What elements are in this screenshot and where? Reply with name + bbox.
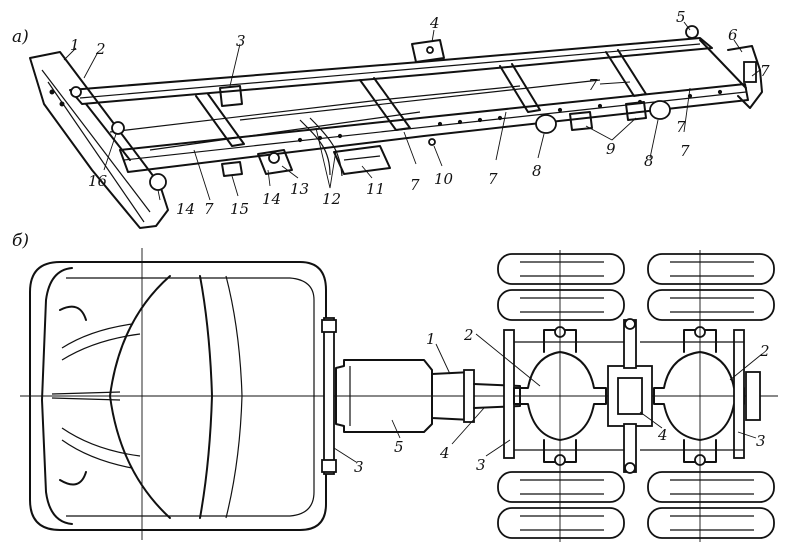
- wheel-rear-left-outer: [647, 253, 775, 285]
- cross-member-2: [195, 93, 245, 147]
- component-13: [257, 149, 293, 175]
- panel-a-leaders: [63, 21, 761, 201]
- rearmost-axle: [640, 326, 761, 466]
- label-b2b: 2: [759, 342, 770, 360]
- prop-shaft-4: [473, 383, 521, 409]
- wheels: [497, 253, 775, 539]
- label-a14a: 14: [262, 190, 281, 208]
- component-15: [221, 161, 243, 177]
- label-a7-b1: 7: [204, 200, 214, 218]
- panel-a-frame-drawing: [29, 25, 763, 229]
- cab-mount: [323, 317, 335, 475]
- panel-b-label: б): [12, 231, 29, 251]
- gearbox-5: [335, 359, 433, 433]
- label-a7-mid2: 7: [680, 142, 690, 160]
- wheel-rear-right-outer: [647, 507, 775, 539]
- label-a1: 1: [70, 36, 80, 54]
- battery-box-11: [333, 145, 391, 175]
- spring-bracket-8b: [649, 100, 671, 120]
- frame-holes: [297, 89, 723, 143]
- label-a11: 11: [366, 180, 385, 198]
- bogie-centre: [607, 318, 653, 474]
- rear-coupling-6: [727, 45, 763, 109]
- label-a10: 10: [434, 170, 454, 188]
- panel-a-labels: а) 1 2 3 4 5 6 7 7 7 7 7 7 7 8 8 9 10 11…: [12, 8, 770, 218]
- label-a7-rear: 7: [760, 62, 770, 80]
- label-a14b: 14: [176, 200, 195, 218]
- bracket-4: [411, 39, 445, 63]
- label-b5: 5: [394, 438, 404, 456]
- label-a2: 2: [95, 40, 106, 58]
- label-a9: 9: [606, 140, 616, 158]
- wheel-front-right-outer: [497, 507, 625, 539]
- label-b3b: 3: [476, 456, 486, 474]
- bracket-9: [569, 101, 647, 131]
- component-16: [111, 121, 125, 135]
- label-a15: 15: [230, 200, 249, 218]
- label-b4a: 4: [439, 444, 450, 462]
- wheel-rear-left-inner: [647, 289, 775, 321]
- panel-a-label: а): [12, 27, 29, 47]
- label-a8a: 8: [532, 162, 542, 180]
- bracket-3: [219, 85, 243, 107]
- wheel-rear-right-inner: [647, 471, 775, 503]
- wheel-front-left-inner: [497, 289, 625, 321]
- panel-b-plan-drawing: [20, 248, 778, 542]
- wheel-front-left-outer: [497, 253, 625, 285]
- front-bumper: [29, 51, 169, 229]
- label-b1: 1: [426, 330, 436, 348]
- label-a7-b4: 7: [676, 118, 686, 136]
- component-14a: [149, 173, 167, 191]
- label-a5: 5: [676, 8, 686, 26]
- label-a12: 12: [322, 190, 341, 208]
- panel-b-leaders: [333, 333, 763, 463]
- vent-slots: [51, 323, 141, 469]
- spring-bracket-8a: [535, 114, 557, 134]
- front-rear-axle: [503, 326, 624, 466]
- cross-member-rear: [699, 39, 747, 89]
- label-b3c: 3: [756, 432, 766, 450]
- cross-member-front: [85, 103, 131, 161]
- cab-outline: [29, 261, 327, 531]
- pipes-12: [299, 117, 343, 177]
- panel-b-labels: б) 1 2 2 3 3 3 4 4 5: [12, 231, 770, 476]
- label-a6: 6: [728, 26, 738, 44]
- wheel-front-right-inner: [497, 471, 625, 503]
- label-a7-b3: 7: [488, 170, 498, 188]
- label-a8b: 8: [644, 152, 654, 170]
- component-10: [428, 138, 436, 146]
- label-a4: 4: [429, 14, 440, 32]
- label-b2a: 2: [463, 326, 474, 344]
- label-b3a: 3: [354, 458, 364, 476]
- label-a16: 16: [88, 172, 108, 190]
- label-a13: 13: [290, 180, 309, 198]
- right-side-member: [119, 83, 749, 173]
- label-a7-mid1: 7: [588, 76, 598, 94]
- label-a3: 3: [236, 32, 246, 50]
- cross-member-5: [605, 49, 647, 97]
- label-a7-b2: 7: [410, 176, 420, 194]
- label-b4b: 4: [657, 426, 668, 444]
